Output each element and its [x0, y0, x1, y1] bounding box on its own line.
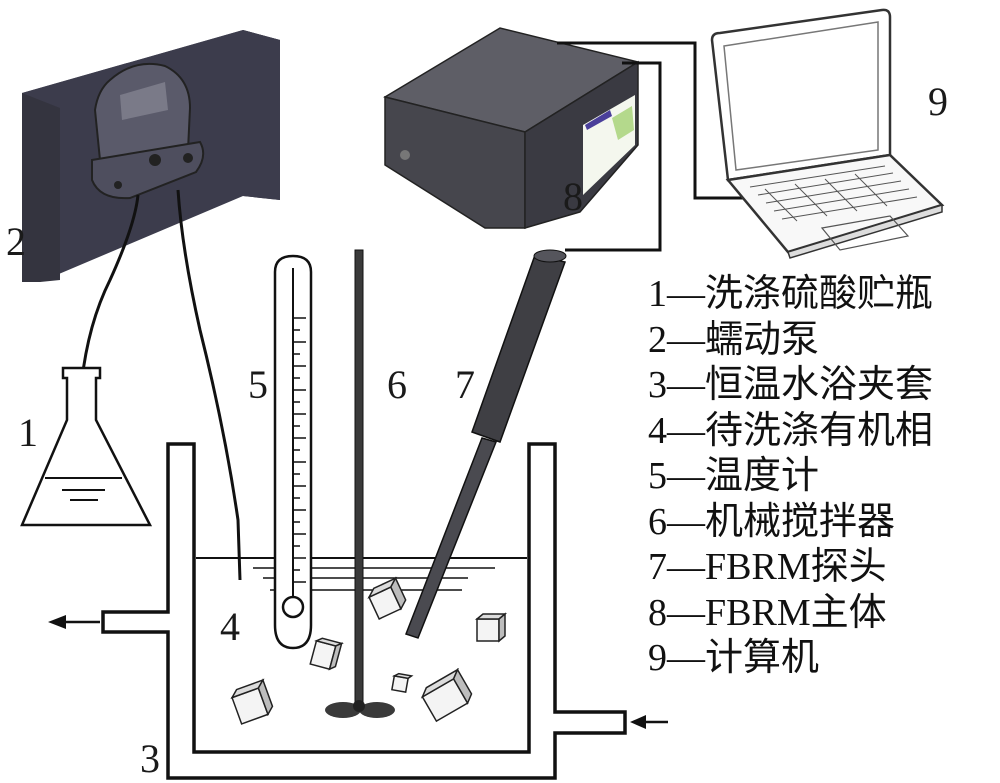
peristaltic-pump: [22, 30, 280, 282]
legend-item-organic-phase: 4—待洗涤有机相: [648, 409, 934, 452]
laptop-computer: [710, 8, 945, 259]
legend-item-probe: 7—FBRM探头: [648, 546, 887, 588]
erlenmeyer-flask: [20, 366, 153, 527]
legend: 1—洗涤硫酸贮瓶 2—蠕动泵 3—恒温水浴夹套 4—待洗涤有机相 5—温度计 6…: [648, 272, 998, 682]
pump-head: [91, 62, 205, 200]
cable-probe-to-fbrm: [565, 61, 662, 252]
legend-item-fbrm-main: 8—FBRM主体: [648, 591, 887, 634]
label-pump: 2: [6, 219, 26, 264]
label-thermometer: 5: [248, 362, 268, 407]
label-fbrm-main: 8: [563, 174, 583, 219]
fbrm-main-unit: [383, 27, 640, 229]
mechanical-stirrer: [325, 249, 395, 718]
cable-fbrm-to-computer: [557, 41, 745, 200]
label-organic-phase: 4: [220, 604, 240, 649]
crystal-particles: [230, 576, 508, 725]
fbrm-probe: [405, 249, 567, 639]
water-bath-jacket: [101, 442, 627, 780]
legend-item-pump: 2—蠕动泵: [648, 318, 820, 361]
legend-item-computer: 9—计算机: [648, 637, 820, 679]
label-computer: 9: [928, 79, 948, 124]
label-jacket: 3: [140, 736, 160, 781]
legend-item-stirrer: 6—机械搅拌器: [648, 500, 896, 543]
legend-item-thermometer: 5—温度计: [648, 455, 820, 497]
legend-item-flask: 1—洗涤硫酸贮瓶: [648, 273, 934, 315]
label-stirrer: 6: [387, 362, 407, 407]
thermometer: [273, 254, 313, 650]
label-probe: 7: [455, 362, 475, 407]
outlet-arrow-icon: [48, 615, 100, 629]
tube-pump-to-vessel: [176, 189, 242, 581]
label-flask: 1: [18, 410, 38, 455]
legend-item-jacket: 3—恒温水浴夹套: [648, 364, 934, 406]
inlet-arrow-icon: [630, 715, 668, 729]
